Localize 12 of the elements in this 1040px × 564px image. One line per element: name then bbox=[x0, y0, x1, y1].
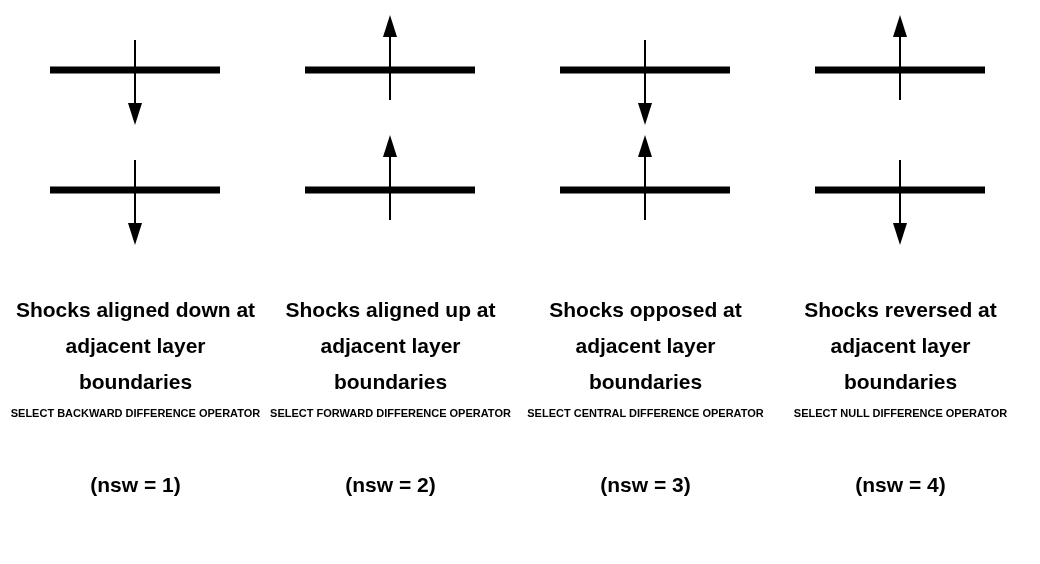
parameter-value: (nsw = 1) bbox=[89, 473, 182, 497]
case-description: Shocks aligned down at adjacent layer boundaries bbox=[14, 297, 257, 395]
operator-note: SELECT NULL DIFFERENCE OPERATOR bbox=[792, 406, 1009, 421]
parameter-value: (nsw = 3) bbox=[599, 473, 692, 497]
case-description: Shocks reversed at adjacent layer boundaries bbox=[803, 297, 998, 395]
operator-note: SELECT FORWARD DIFFERENCE OPERATOR bbox=[269, 406, 512, 421]
case-description: Shocks opposed at adjacent layer boundaries bbox=[548, 297, 743, 395]
parameter-value: (nsw = 2) bbox=[344, 473, 437, 497]
operator-note: SELECT CENTRAL DIFFERENCE OPERATOR bbox=[526, 406, 765, 421]
operator-note: SELECT BACKWARD DIFFERENCE OPERATOR bbox=[9, 406, 262, 421]
parameter-value: (nsw = 4) bbox=[854, 473, 947, 497]
case-description: Shocks aligned up at adjacent layer boundaries bbox=[284, 297, 497, 395]
